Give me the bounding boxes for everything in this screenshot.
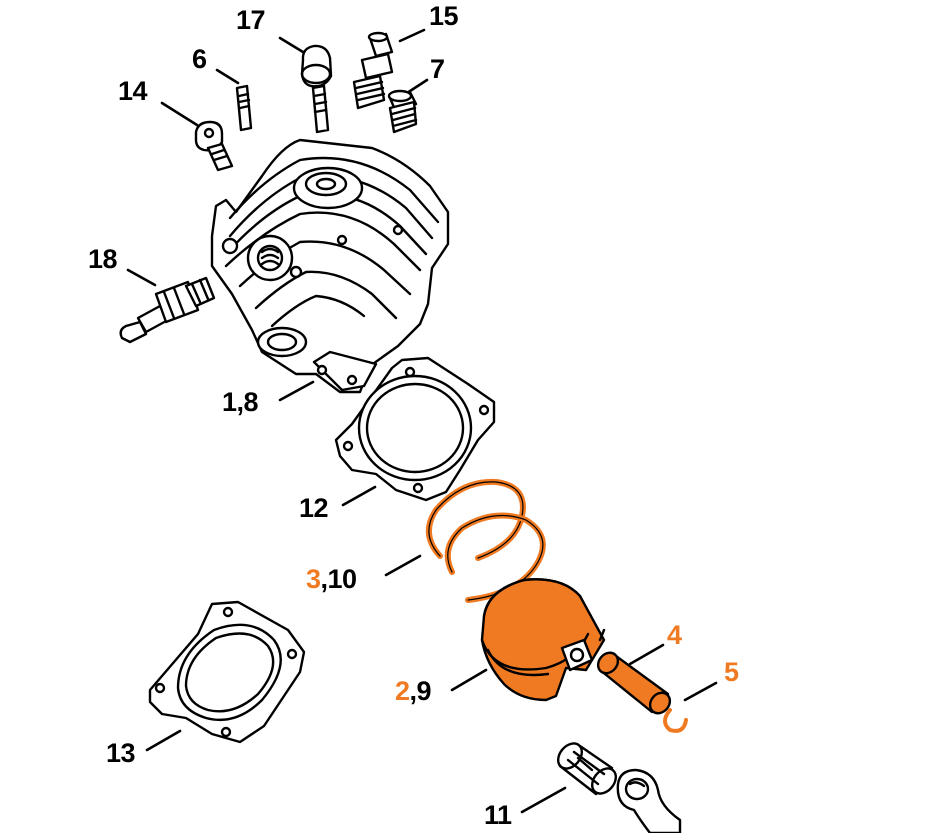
label-4: 4 [667, 620, 682, 650]
label-12: 12 [299, 493, 329, 523]
leader-4 [628, 643, 665, 666]
label-2-9-highlight: 2 [395, 676, 410, 706]
label-5: 5 [724, 657, 739, 687]
label-2-9: 2,9 [395, 676, 432, 706]
leader-lines [126, 28, 718, 814]
label-3-10: 3,10 [306, 566, 357, 593]
leader-7 [405, 78, 429, 95]
label-14: 14 [118, 76, 148, 106]
label-1-8: 1,8 [222, 387, 259, 417]
label-13: 13 [106, 738, 136, 768]
label-3-10-highlight: 3 [306, 564, 321, 594]
leader-15 [398, 28, 426, 43]
part-7-plug [387, 89, 418, 134]
label-18: 18 [88, 244, 118, 274]
label-17: 17 [236, 5, 266, 35]
leader-2-9 [450, 668, 488, 692]
part-5-circlip [663, 708, 688, 733]
leader-5 [683, 681, 718, 702]
leader-6 [215, 68, 240, 85]
leader-3-10 [384, 554, 422, 577]
leader-17 [278, 36, 305, 54]
label-3-10-rest: ,10 [320, 564, 358, 594]
part-4-piston-pin [596, 651, 672, 715]
part-14-screw [194, 120, 234, 172]
label-11: 11 [484, 800, 512, 830]
leader-14 [160, 101, 199, 127]
label-2-9-rest: ,9 [409, 676, 432, 706]
label-6: 6 [192, 44, 207, 74]
part-1-8-cylinder [210, 138, 450, 394]
part-12-gasket [334, 356, 496, 502]
label-7: 7 [430, 54, 445, 84]
part-15-valve [352, 31, 394, 110]
part-2-9-piston [480, 578, 606, 702]
part-13-gasket [148, 600, 306, 744]
part-17-cap [300, 44, 333, 88]
leader-18 [126, 268, 157, 287]
conrod [616, 768, 682, 833]
part-11-needle-bearing [556, 742, 618, 796]
leader-11 [520, 786, 567, 814]
leader-13 [145, 729, 182, 752]
label-15: 15 [429, 1, 459, 31]
leader-12 [341, 485, 377, 507]
part-6-studs [235, 84, 330, 134]
leader-1-8 [278, 380, 315, 402]
part-18-spark-plug [119, 276, 216, 344]
